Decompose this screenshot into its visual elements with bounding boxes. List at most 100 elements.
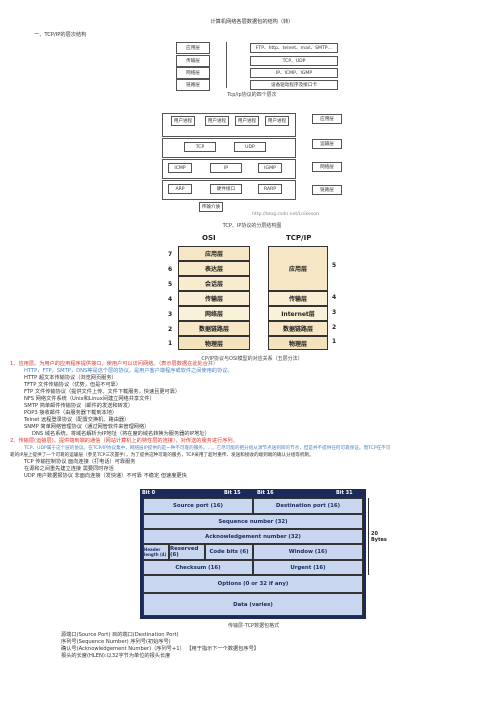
tcpip-title: TCP/IP bbox=[286, 234, 312, 242]
user-process-3: 用户进程 bbox=[235, 116, 259, 126]
layer-app: 应用层 bbox=[176, 42, 210, 54]
diagram1-caption: Tcp/ip协议的四个层次 bbox=[227, 92, 277, 98]
tcpip-layer-4: 传输层 bbox=[268, 291, 328, 306]
code-bits-field: Code bits (6) bbox=[205, 544, 253, 560]
notes-block: 1、应用层。为用户的应用程序提供接口，使用户可以访问网络。（表示层数据在此处合并… bbox=[10, 361, 390, 480]
tcpip-num-3: 3 bbox=[332, 309, 337, 316]
footer-line: 确认号(Acknowledgement Number)（序列号+1） 【用于指示… bbox=[61, 646, 259, 652]
arp-box: ARP bbox=[168, 184, 192, 194]
note-line: 靠的IP层上提供了一个可靠的运输层（参见TCP三次握手），为了提供这种可靠的服务… bbox=[10, 453, 314, 458]
footer-line: 源端口(Source Port) 目的端口(Destination Port) bbox=[61, 632, 179, 638]
user-process-4: 用户进程 bbox=[265, 116, 289, 126]
tcpip-num-4: 4 bbox=[332, 294, 337, 301]
right-label-app: 应用层 bbox=[312, 114, 342, 124]
osi-layer-2: 数据链路层 bbox=[178, 321, 250, 336]
icmp-box: ICMP bbox=[168, 163, 192, 173]
hw-interface-box: 硬件接口 bbox=[210, 184, 242, 194]
igmp-box: IGMP bbox=[258, 163, 282, 173]
diagram3-caption: CP/IP协议与OSI模型的对应关系（五层分法） bbox=[201, 356, 303, 362]
layer-network: 网络层 bbox=[176, 67, 210, 79]
proto-app: FTP、http、telnet、mail、SMTP… bbox=[250, 43, 338, 53]
osi-title: OSI bbox=[202, 234, 216, 242]
ack-number-field: Acknowledgement number (32) bbox=[143, 529, 363, 544]
right-label-transport: 运输层 bbox=[312, 139, 342, 149]
section-heading-1: 一、TCP/IP的层次结构 bbox=[34, 32, 87, 38]
note-line: TCP 传输控制协议 面向连接（打电话）可靠服务 bbox=[24, 459, 136, 465]
destination-port-field: Destination port (16) bbox=[253, 498, 363, 514]
tcp-header-caption: 传输层-TCP数据包格式 bbox=[228, 623, 280, 629]
right-label-network: 网络层 bbox=[312, 162, 342, 172]
udp-box: UDP bbox=[234, 142, 266, 152]
transport-frame bbox=[162, 138, 296, 158]
app-frame bbox=[162, 113, 296, 137]
bit-16-label: Bit 16 bbox=[257, 490, 274, 496]
osi-layer-6: 表达层 bbox=[178, 261, 250, 276]
tcpip-num-1: 1 bbox=[332, 338, 337, 345]
bytes-label: 20 Bytes bbox=[371, 531, 387, 543]
tcpip-stack: 应用层 传输层 Internet层 数据链路层 物理层 bbox=[268, 246, 328, 350]
osi-layer-4: 传输层 bbox=[178, 291, 250, 306]
note-line: 在源和之间重先建立连接 需要同时存活 bbox=[24, 466, 114, 472]
note-line: POP3 接收邮件（由服务器下载到本地） bbox=[24, 410, 118, 416]
data-field: Data (varies) bbox=[143, 593, 363, 616]
note-line: NFS 网络文件系统（Unix和Linux间建立网络共享文件） bbox=[24, 396, 155, 402]
page-title: 计算机网络各层数据包的结构（转） bbox=[210, 19, 294, 25]
proto-transport: TCP、UDP bbox=[250, 56, 338, 66]
tcpip-layer-5: 应用层 bbox=[268, 246, 328, 291]
bracket-line bbox=[226, 42, 227, 88]
osi-num-5: 5 bbox=[168, 281, 173, 288]
rarp-box: RARP bbox=[258, 184, 282, 194]
note-line: Telnet 远程登录协议（配置交换机、路由器） bbox=[24, 417, 130, 423]
tcp-header-diagram: Bit 0 Bit 15 Bit 16 Bit 31 Source port (… bbox=[140, 489, 387, 619]
bit-0-label: Bit 0 bbox=[142, 490, 156, 496]
bit-15-label: Bit 15 bbox=[224, 490, 241, 496]
osi-num-6: 6 bbox=[168, 266, 173, 273]
proto-network: IP、ICMP、IGMP bbox=[250, 68, 338, 78]
tcpip-layer-2: 数据链路层 bbox=[268, 321, 328, 336]
header-length-field: Header length (4) bbox=[143, 544, 169, 560]
osi-num-2: 2 bbox=[168, 326, 173, 333]
user-process-1: 用户进程 bbox=[171, 116, 195, 126]
right-label-link: 链路层 bbox=[312, 185, 342, 195]
tcpip-num-2: 2 bbox=[332, 324, 337, 331]
note-line: HTTP，FTP，SMTP，DNS等是这个层的协议。是用户客户端程序或软件之间使… bbox=[24, 368, 233, 374]
diagram2-caption: TCP、IP协议的分层结构图 bbox=[222, 223, 282, 229]
osi-num-4: 4 bbox=[168, 296, 173, 303]
osi-layer-5: 会话层 bbox=[178, 276, 250, 291]
link-frame bbox=[162, 180, 296, 200]
tcpip-layer-3: Internet层 bbox=[268, 306, 328, 321]
osi-num-1: 1 bbox=[168, 340, 173, 347]
proto-link: 设备驱动程序及接口卡 bbox=[250, 80, 338, 90]
osi-tcpip-diagram: OSI TCP/IP 应用层 表达层 会话层 传输层 网络层 数据链路层 物理层… bbox=[168, 234, 338, 354]
urgent-field: Urgent (16) bbox=[253, 560, 363, 575]
note-line: UDP 用户数据报协议 非面向连接（发快递）不可靠 不稳定 但速度更快 bbox=[24, 473, 187, 479]
note-line: TFTP 文件传输协议（优势，但是不可靠） bbox=[24, 382, 122, 388]
footer-line: 序列号(Sequence Number) 序列号(初始序号) bbox=[61, 639, 171, 645]
osi-layer-1: 物理层 bbox=[178, 336, 250, 350]
watermark: http://blog.csdn.net/Lnikeson bbox=[252, 212, 319, 217]
network-frame bbox=[162, 159, 296, 179]
bit-31-label: Bit 31 bbox=[336, 490, 353, 496]
ip-box: IP bbox=[210, 163, 242, 173]
note-line: 1、应用层。为用户的应用程序提供接口，使用户可以访问网络。（表示层数据在此处合并… bbox=[10, 361, 219, 367]
osi-layer-3: 网络层 bbox=[178, 306, 250, 321]
bytes-bracket bbox=[368, 498, 369, 575]
user-process-2: 用户进程 bbox=[205, 116, 229, 126]
footer-line: 报头的长度(HLEN):以32字节为单位的报头长度 bbox=[61, 653, 171, 659]
note-line: DNS 域名系统，将域名解析为IP地址（将在度的域名转换为服务器的IP地址） bbox=[32, 431, 210, 437]
media-box: 传输介质 bbox=[199, 202, 223, 212]
tcp-box: TCP bbox=[184, 142, 216, 152]
layer-transport: 传输层 bbox=[176, 55, 210, 67]
footer-notes: 源端口(Source Port) 目的端口(Destination Port) … bbox=[61, 632, 259, 660]
reserved-field: Reserved (6) bbox=[169, 544, 205, 560]
note-line: TCP、UDP属于这个层的协议。在TCP/IP协议集中，网络层IP提供的是一种不… bbox=[24, 446, 391, 451]
layer-link: 链路层 bbox=[176, 79, 210, 91]
osi-layer-7: 应用层 bbox=[178, 246, 250, 261]
tcpip-num-5: 5 bbox=[332, 262, 337, 269]
checksum-field: Checksum (16) bbox=[143, 560, 253, 575]
osi-stack: 应用层 表达层 会话层 传输层 网络层 数据链路层 物理层 bbox=[178, 246, 250, 350]
options-field: Options (0 or 32 if any) bbox=[143, 575, 363, 593]
sequence-number-field: Sequence number (32) bbox=[143, 514, 363, 529]
osi-num-7: 7 bbox=[168, 251, 173, 258]
source-port-field: Source port (16) bbox=[143, 498, 253, 514]
